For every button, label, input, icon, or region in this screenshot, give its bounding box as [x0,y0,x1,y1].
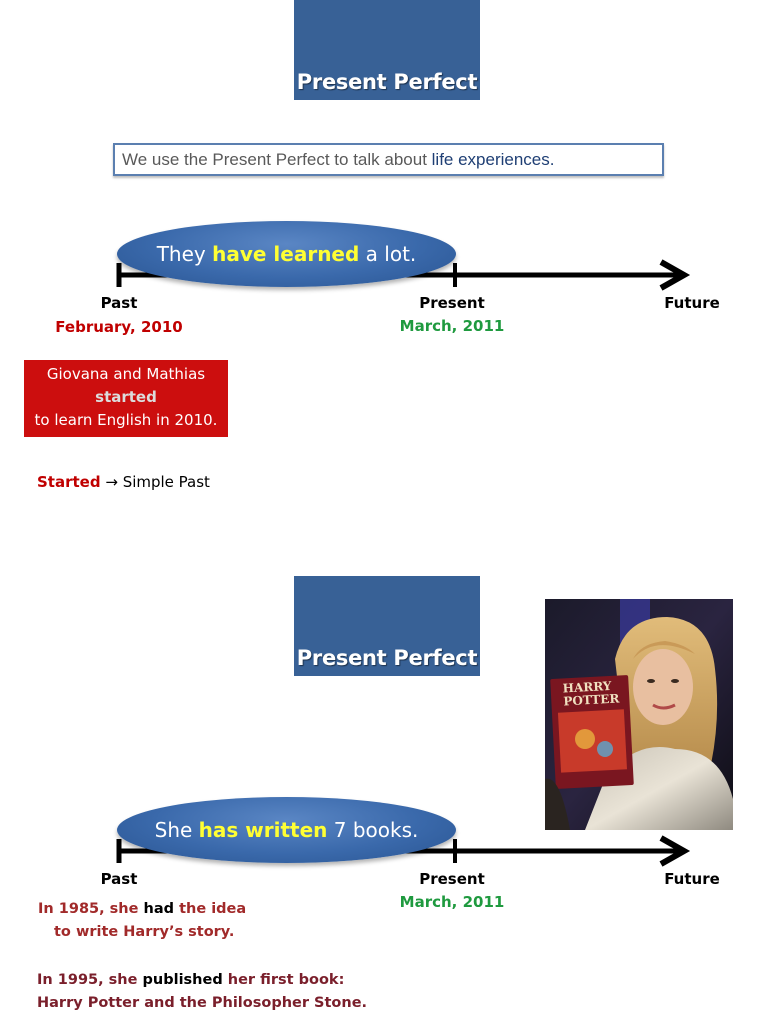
author-photo-image: HARRY POTTER [545,599,733,830]
fact2-d: Harry Potter and the Philosopher Stone. [37,995,368,1011]
oval-1-highlight: have learned [212,242,360,266]
oval-2-pre: She [154,818,199,842]
fact1-verb: had [143,901,175,917]
sentence-oval-2: She has written 7 books. [117,797,456,863]
started-box-line1: Giovana and Mathias [46,365,206,383]
slide2-title-text: Present Perfect [296,646,478,670]
slide1-title: Present Perfect [294,0,480,100]
fact-1985: In 1985, she had the idea to write Harry… [38,898,298,944]
info-box: We use the Present Perfect to talk about… [113,143,664,176]
label-future-1: Future [664,294,720,312]
fact1-a: In 1985, she [38,901,144,917]
oval-2-post: 7 books. [327,818,419,842]
fact2-c: her first book: [222,972,345,988]
started-box-line2: started [95,388,157,406]
oval-2-highlight: has written [198,818,328,842]
present-date-1: March, 2011 [399,317,505,335]
note-rest: Simple Past [122,473,210,491]
book-text-line2: POTTER [563,691,621,708]
fact-1995: In 1995, she published her first book: H… [37,969,377,1015]
info-text: We use the Present Perfect to talk about [122,150,432,169]
fact1-c: the idea [174,901,247,917]
label-past-2: Past [100,870,138,888]
slide1-title-text: Present Perfect [296,70,478,94]
author-photo: HARRY POTTER [545,599,733,830]
book-text-line1: HARRY [562,679,612,696]
oval-1-pre: They [156,242,213,266]
fact2-verb: published [142,972,223,988]
fact2-a: In 1995, she [37,972,143,988]
slide2-title: Present Perfect [294,576,480,676]
started-box: Giovana and Mathias started to learn Eng… [24,360,228,437]
note-word: Started [37,473,101,491]
label-present-1: Present [419,294,485,312]
label-past-1: Past [100,294,138,312]
present-date-2: March, 2011 [399,893,505,911]
label-present-2: Present [419,870,485,888]
fact1-d: to write Harry’s story. [54,924,235,940]
oval-1-post: a lot. [359,242,417,266]
past-date-1: February, 2010 [55,318,183,336]
note-arrow: → [100,473,123,491]
simple-past-note: Started → Simple Past [37,473,210,491]
sentence-oval-1: They have learned a lot. [117,221,456,287]
label-future-2: Future [664,870,720,888]
started-box-line3: to learn English in 2010. [34,411,218,429]
info-highlight: life experiences. [431,150,555,169]
